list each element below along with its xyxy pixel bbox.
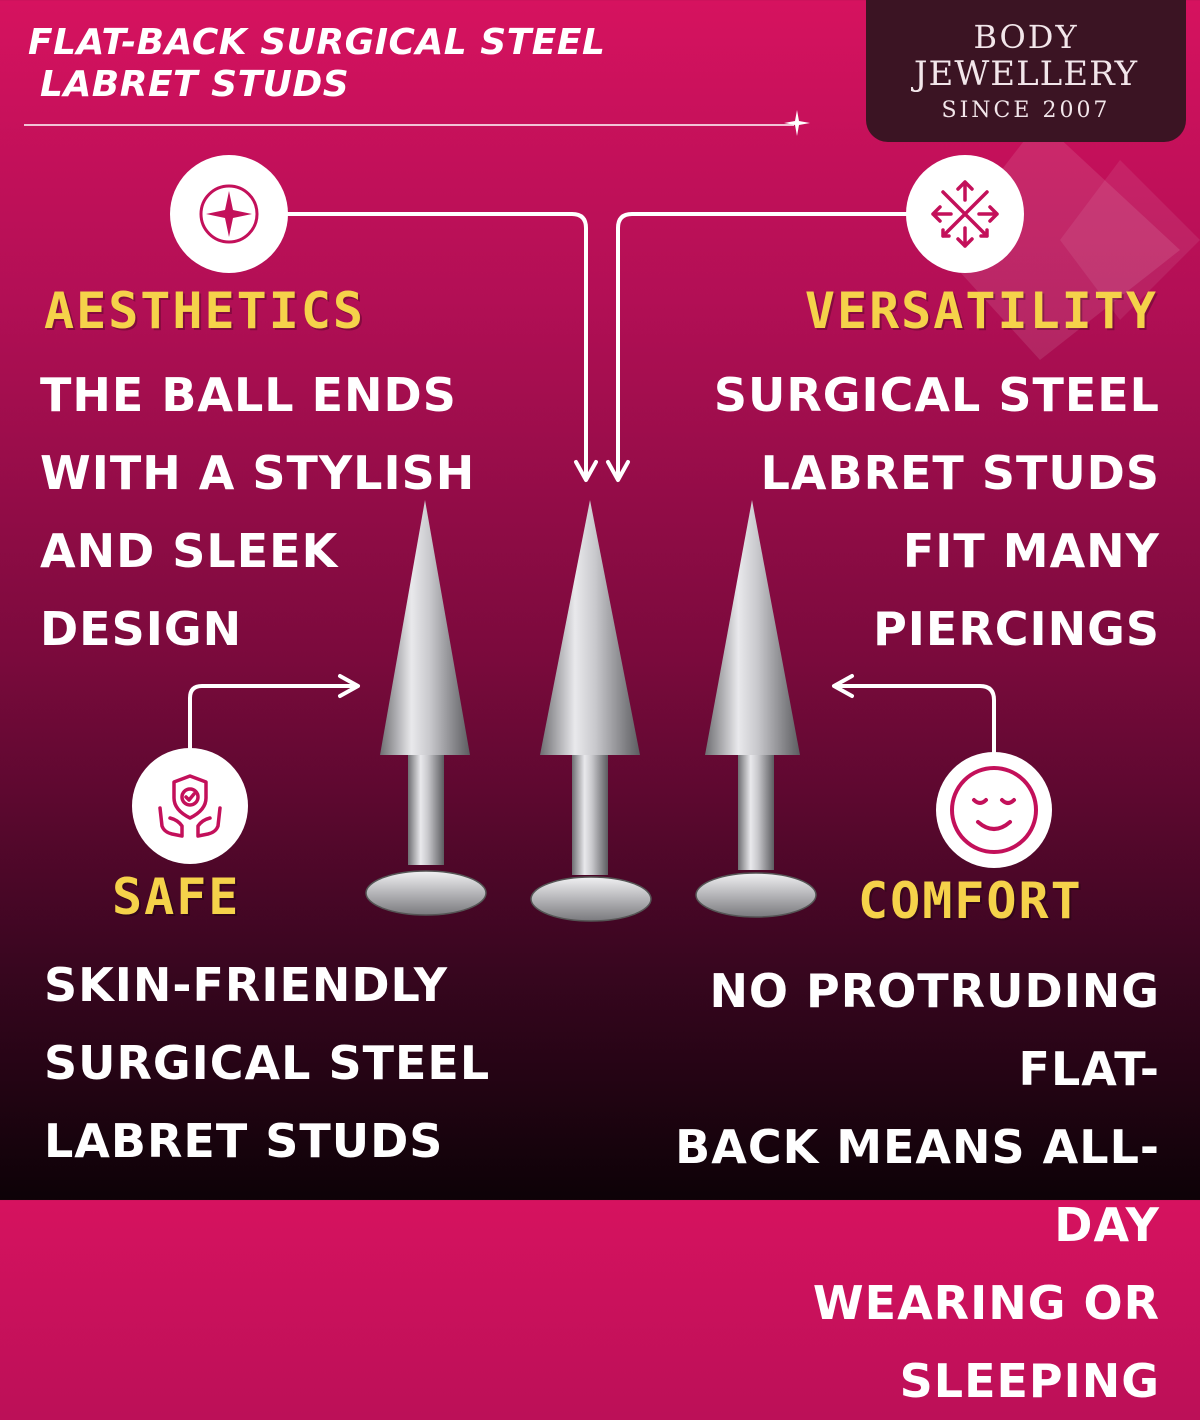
sparkle-icon: [784, 110, 810, 136]
sparkle-icon: [199, 184, 259, 244]
comfort-description: No protruding flat- back means all-day w…: [600, 952, 1160, 1420]
header-divider: [24, 124, 794, 126]
comfort-title: COMFORT: [858, 872, 1083, 930]
versatility-line: Labret Studs: [760, 446, 1160, 500]
safe-description: Skin-friendly Surgical Steel Labret Stud…: [44, 946, 490, 1180]
safe-line: Skin-friendly: [44, 958, 448, 1012]
logo-line-2: JEWELLERY: [913, 54, 1139, 94]
safe-line: Surgical Steel: [44, 1036, 491, 1090]
versatility-line: Fit Many: [902, 524, 1160, 578]
aesthetics-line: The ball ends: [40, 368, 457, 422]
versatility-icon-badge: [906, 155, 1024, 273]
logo-line-3: SINCE 2007: [941, 98, 1111, 123]
safe-title: SAFE: [112, 868, 241, 926]
brand-logo: BODY JEWELLERY SINCE 2007: [866, 0, 1186, 142]
stud-left: [365, 500, 487, 916]
comfort-line: No protruding flat-: [709, 964, 1160, 1096]
headline-line-1: FLAT-BACK SURGICAL STEEL: [28, 22, 606, 63]
stud-right: [695, 500, 817, 918]
aesthetics-icon-badge: [170, 155, 288, 273]
aesthetics-description: The ball ends with a stylish and sleek d…: [40, 356, 475, 668]
connector-lines: [0, 0, 1200, 1200]
arrows-expand-icon: [931, 180, 999, 248]
safe-icon-badge: [132, 748, 248, 864]
stud-center: [530, 500, 652, 922]
labret-studs-product-image: [365, 500, 817, 922]
logo-line-1: BODY: [973, 18, 1079, 56]
versatility-line: Piercings: [873, 602, 1160, 656]
aesthetics-line: with a stylish: [40, 446, 476, 500]
shield-hands-icon: [158, 774, 222, 838]
versatility-title: VERSATILITY: [804, 282, 1158, 340]
page-headline: FLAT-BACK SURGICAL STEEL LABRET STUDS: [28, 22, 605, 106]
versatility-line: Surgical Steel: [713, 368, 1160, 422]
comfort-icon-badge: [936, 752, 1052, 868]
smiley-face-icon: [950, 766, 1038, 854]
aesthetics-title: AESTHETICS: [44, 282, 366, 340]
versatility-description: Surgical Steel Labret Studs Fit Many Pie…: [700, 356, 1160, 668]
comfort-line: wearing or sleeping: [812, 1276, 1160, 1408]
aesthetics-line: and sleek: [40, 524, 339, 578]
comfort-line: back means all-day: [675, 1120, 1160, 1252]
aesthetics-line: design: [40, 602, 243, 656]
headline-line-2: LABRET STUDS: [40, 64, 350, 105]
safe-line: Labret Studs: [44, 1114, 444, 1168]
